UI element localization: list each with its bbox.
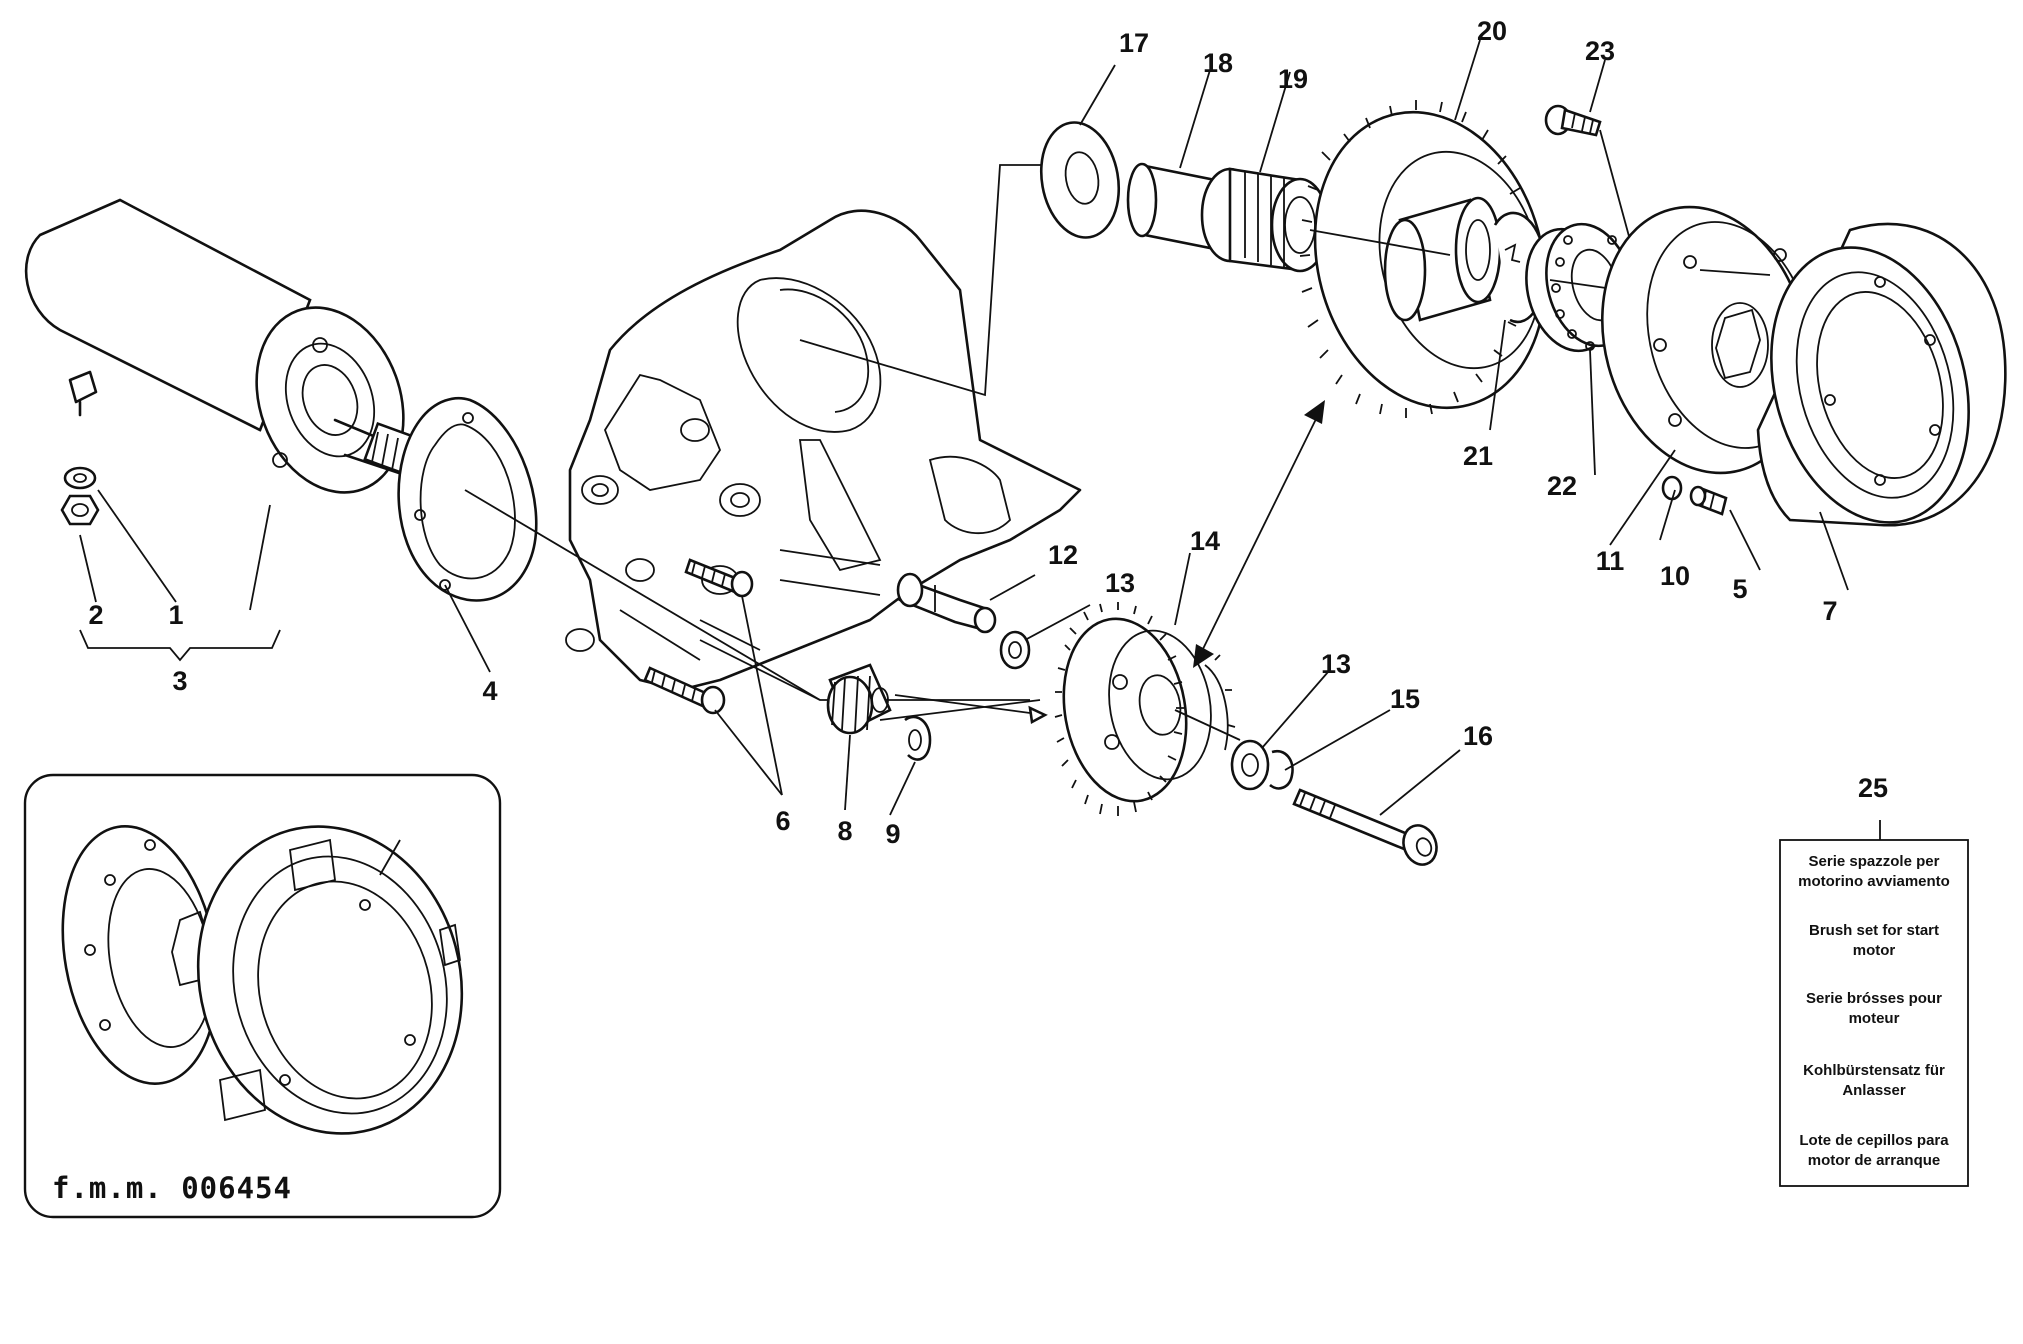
starter-ring-gear	[1299, 100, 1547, 418]
circlip-9	[904, 715, 932, 761]
callout-20: 20	[1477, 16, 1507, 46]
bolt	[1292, 788, 1438, 866]
callout-14: 14	[1190, 526, 1220, 556]
cap-screw	[1544, 104, 1602, 137]
callout-numbers: 1 2 3 4 5 6 7 8 9 10 11 12 13 13 14 15 1…	[88, 16, 1888, 849]
crankcase-outline	[565, 209, 1082, 692]
screws	[643, 558, 754, 715]
legend-fr-line1: Serie brósses pour	[1806, 990, 1942, 1007]
washer-13-right	[1230, 739, 1270, 791]
brush-set-legend: Serie spazzole per motorino avviamento B…	[1779, 839, 1969, 1187]
callout-21: 21	[1463, 441, 1493, 471]
callout-5: 5	[1732, 574, 1747, 604]
legend-it-line2: motorino avviamento	[1798, 873, 1950, 890]
legend-es-line2: motor de arranque	[1808, 1152, 1941, 1169]
callout-3: 3	[172, 666, 187, 696]
callout-1: 1	[168, 600, 183, 630]
callout-13a: 13	[1105, 568, 1135, 598]
thrust-washer	[1039, 121, 1121, 239]
legend-it-line1: Serie spazzole per	[1809, 853, 1940, 870]
needle-bearing	[1200, 167, 1330, 273]
callout-16: 16	[1463, 721, 1493, 751]
callout-11: 11	[1596, 546, 1625, 576]
callout-4: 4	[482, 676, 497, 706]
pinion	[826, 663, 892, 735]
callout-13b: 13	[1321, 649, 1351, 679]
callout-leaders	[79, 39, 1881, 840]
callout-2: 2	[88, 600, 103, 630]
inset-detail: f.m.m. 006454	[23, 773, 502, 1219]
callout-8: 8	[837, 816, 852, 846]
idler-shaft	[896, 572, 997, 634]
legend-en-line1: Brush set for start	[1809, 922, 1939, 939]
callout-7: 7	[1822, 596, 1837, 626]
callout-9: 9	[885, 819, 900, 849]
intermediate-gear	[1054, 602, 1236, 816]
callout-12: 12	[1048, 540, 1078, 570]
callout-15: 15	[1390, 684, 1420, 714]
bushing	[1126, 162, 1233, 252]
legend-fr-line2: moteur	[1849, 1010, 1900, 1027]
legend-de-line2: Anlasser	[1842, 1082, 1906, 1099]
callout-10: 10	[1660, 561, 1690, 591]
washer-13-left	[999, 630, 1031, 670]
assembly-arrow	[1193, 400, 1325, 668]
callout-25: 25	[1858, 773, 1888, 803]
legend-de-line1: Kohlbürstensatz für	[1803, 1062, 1945, 1079]
clip-10	[1661, 475, 1683, 501]
callout-23: 23	[1585, 36, 1615, 66]
legend-en-line2: motor	[1853, 942, 1896, 959]
figure-code: f.m.m. 006454	[52, 1171, 292, 1205]
starter-motor	[24, 198, 422, 494]
callout-6: 6	[775, 806, 790, 836]
callout-17: 17	[1119, 28, 1149, 58]
lock-washer	[1269, 749, 1294, 790]
callout-18: 18	[1203, 48, 1233, 78]
nut-and-washer	[60, 466, 100, 526]
callout-22: 22	[1547, 471, 1577, 501]
freewheel-housing	[1756, 222, 2007, 527]
spring-5	[1689, 485, 1728, 516]
legend-es-line1: Lote de cepillos para	[1799, 1132, 1949, 1149]
gasket	[397, 396, 538, 602]
callout-19: 19	[1278, 64, 1308, 94]
